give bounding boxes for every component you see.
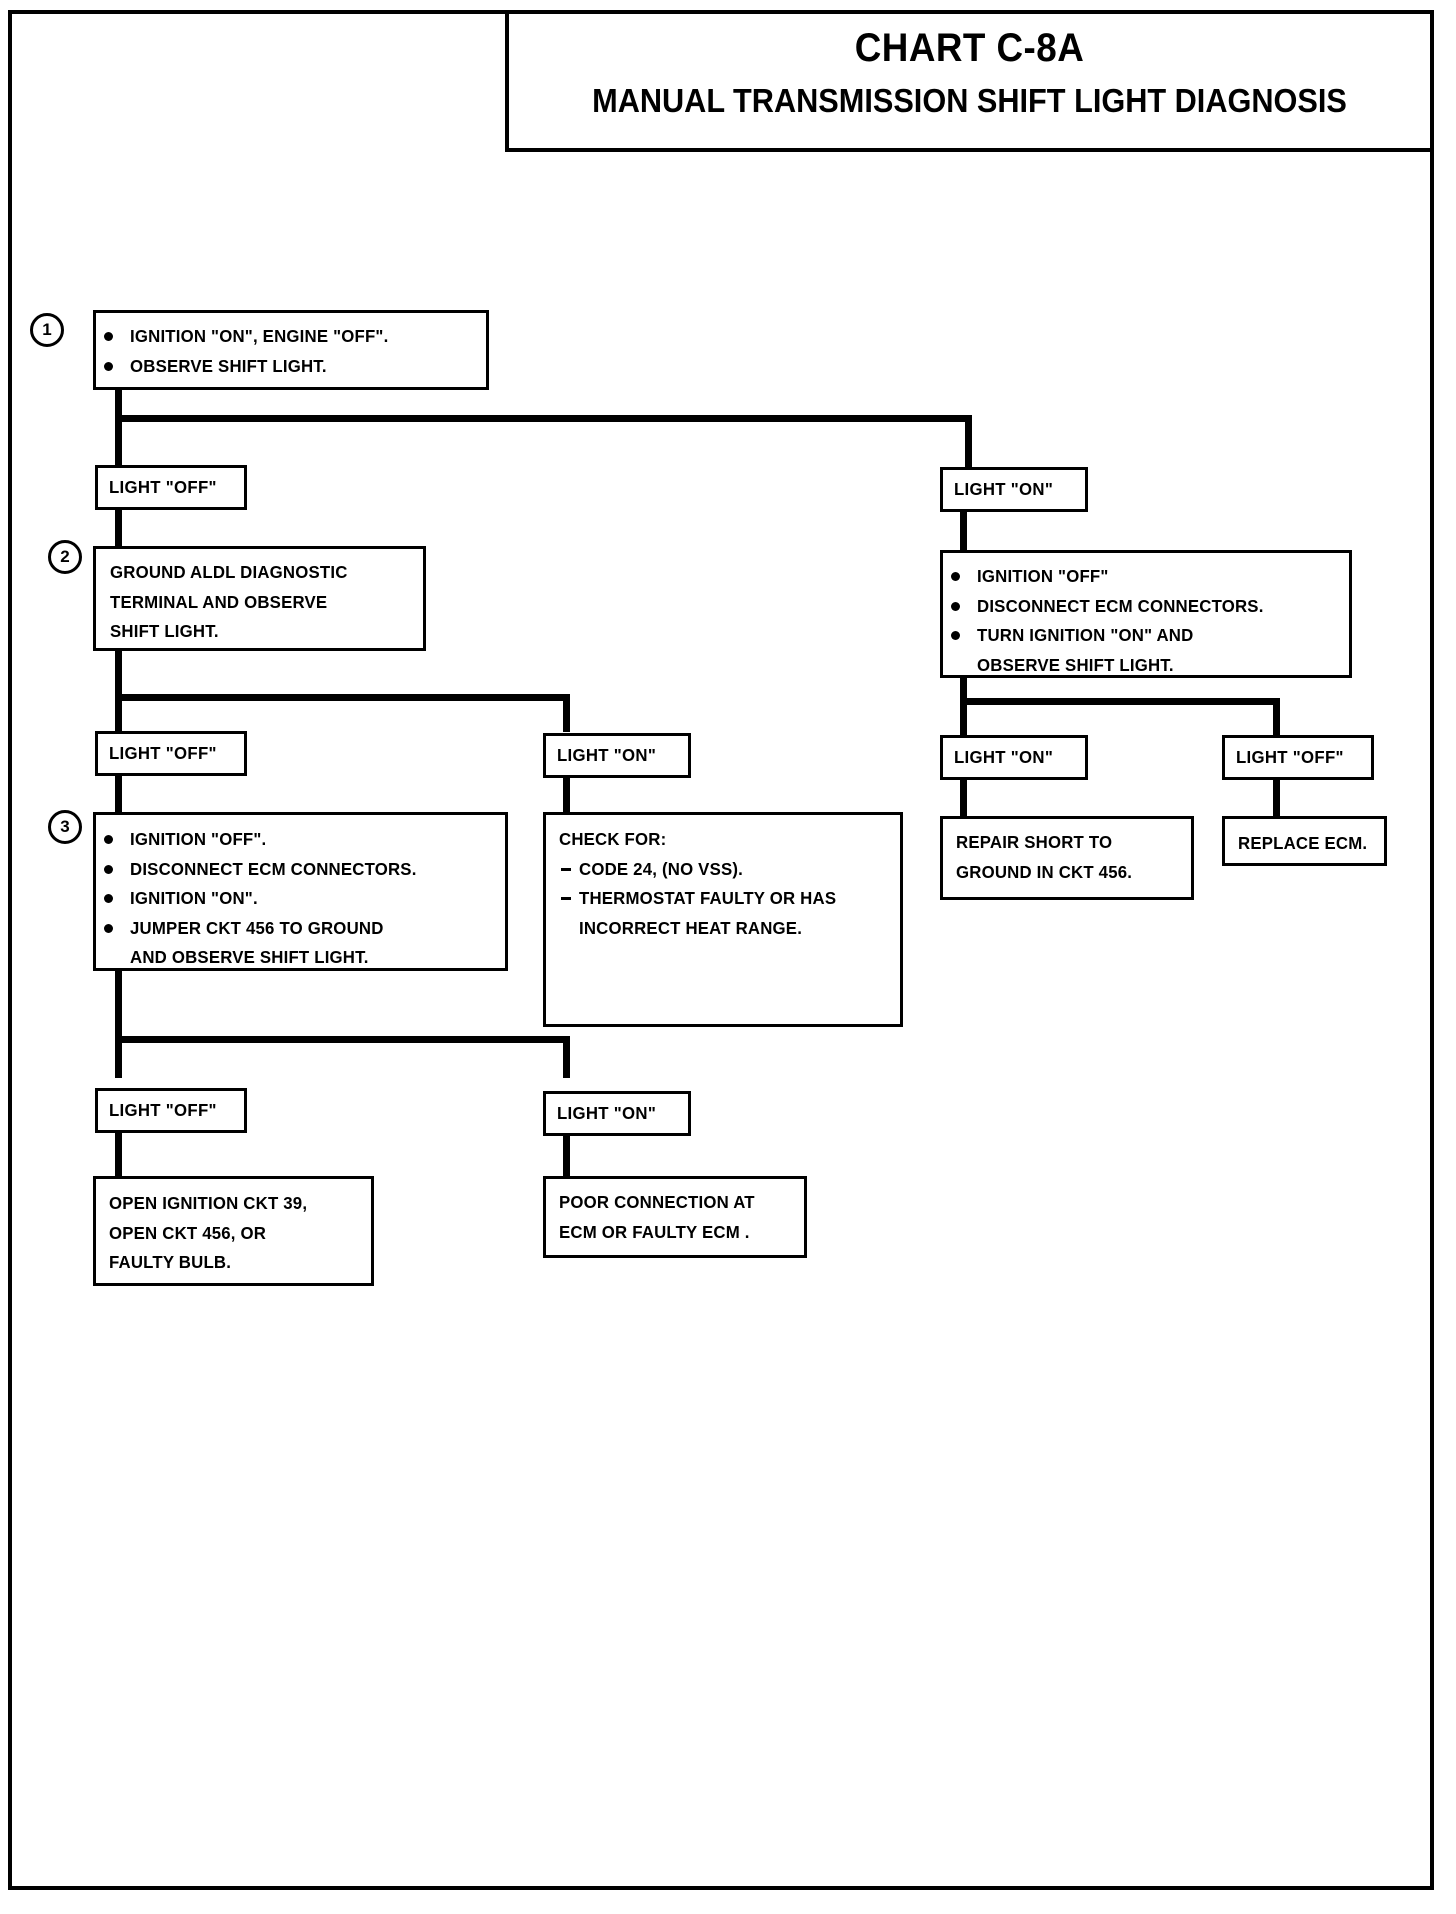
- branch-label-light-on-4: LIGHT "ON": [543, 1091, 691, 1136]
- list-item: CODE 24, (NO VSS).: [559, 855, 900, 885]
- node-open-line: FAULTY BULB.: [109, 1252, 232, 1272]
- connector-light-off2-to-step3: [115, 776, 122, 812]
- list-item-continuation: OBSERVE SHIFT LIGHT.: [977, 654, 1174, 675]
- branch-label-light-off-4: LIGHT "OFF": [95, 1088, 247, 1133]
- list-item: OBSERVE SHIFT LIGHT.: [96, 352, 486, 382]
- connector-step1-horizontal: [115, 415, 972, 422]
- connector-light-on4-to-poor: [563, 1136, 570, 1176]
- check-for-heading: CHECK FOR:: [559, 829, 667, 849]
- node-step3: IGNITION "OFF". DISCONNECT ECM CONNECTOR…: [93, 812, 508, 971]
- branch-label-light-on-2: LIGHT "ON": [543, 733, 691, 778]
- step-number-3: 3: [48, 810, 82, 844]
- node-poor-line: ECM OR FAULTY ECM .: [559, 1221, 750, 1242]
- connector-branch1-on-down: [965, 415, 972, 467]
- bullet-icon: [104, 864, 113, 874]
- bullet-icon: [104, 361, 113, 371]
- node-repair-short: REPAIR SHORT TO GROUND IN CKT 456.: [940, 816, 1194, 900]
- branch-label-light-off-1: LIGHT "OFF": [95, 465, 247, 510]
- connector-step3-horizontal: [115, 1036, 570, 1043]
- chart-title-block: CHART C-8A MANUAL TRANSMISSION SHIFT LIG…: [505, 10, 1434, 152]
- node-replace-ecm: REPLACE ECM.: [1222, 816, 1387, 866]
- node-step2-line: TERMINAL AND OBSERVE: [110, 591, 328, 612]
- node-poor-line: POOR CONNECTION AT: [559, 1192, 755, 1212]
- node-ecm-disconnect: IGNITION "OFF" DISCONNECT ECM CONNECTORS…: [940, 550, 1352, 678]
- page-border-right: [1430, 10, 1434, 1890]
- branch-label-light-off-2: LIGHT "OFF": [95, 731, 247, 776]
- list-item: IGNITION "ON".: [96, 884, 505, 914]
- connector-ecm-horizontal: [960, 698, 1280, 705]
- chart-id: CHART C-8A: [854, 26, 1085, 70]
- connector-branch2-off-down: [115, 694, 122, 732]
- bullet-icon: [104, 332, 113, 341]
- branch-label-light-off-3: LIGHT "OFF": [1222, 735, 1374, 780]
- chart-title: MANUAL TRANSMISSION SHIFT LIGHT DIAGNOSI…: [592, 82, 1347, 119]
- dash-icon: [561, 867, 571, 871]
- page-border-bottom: [8, 1886, 1434, 1890]
- node-replace-line: REPLACE ECM.: [1238, 833, 1368, 853]
- branch-label-light-on-3: LIGHT "ON": [940, 735, 1088, 780]
- bullet-icon: [104, 923, 113, 933]
- connector-branch4-on-down: [563, 1036, 570, 1078]
- connector-step2-down: [115, 651, 122, 699]
- node-open-line: OPEN CKT 456, OR: [109, 1222, 267, 1243]
- list-item: IGNITION "OFF": [943, 562, 1349, 592]
- node-open-ignition: OPEN IGNITION CKT 39, OPEN CKT 456, OR F…: [93, 1176, 374, 1286]
- check-for-continuation: INCORRECT HEAT RANGE.: [579, 917, 803, 938]
- step-number-1: 1: [30, 313, 64, 347]
- connector-branch3-on-down: [960, 698, 967, 736]
- node-poor-connection: POOR CONNECTION AT ECM OR FAULTY ECM .: [543, 1176, 807, 1258]
- step-number-2: 2: [48, 540, 82, 574]
- page-border-left: [8, 10, 12, 1890]
- bullet-icon: [104, 835, 113, 844]
- connector-step1-down: [115, 390, 122, 419]
- node-step2: GROUND ALDL DIAGNOSTIC TERMINAL AND OBSE…: [93, 546, 426, 651]
- node-open-line: OPEN IGNITION CKT 39,: [109, 1193, 308, 1213]
- connector-light-off4-to-open: [115, 1133, 122, 1176]
- dash-icon: [561, 897, 571, 900]
- bullet-icon: [951, 631, 960, 640]
- page-border-top: [8, 10, 508, 14]
- node-step1: IGNITION "ON", ENGINE "OFF". OBSERVE SHI…: [93, 310, 489, 390]
- node-repair-line: GROUND IN CKT 456.: [956, 861, 1133, 882]
- connector-branch2-on-down: [563, 694, 570, 732]
- connector-light-on2-to-checkfor: [563, 778, 570, 812]
- node-check-for: CHECK FOR: CODE 24, (NO VSS). THERMOSTAT…: [543, 812, 903, 1027]
- branch-label-light-on-1: LIGHT "ON": [940, 467, 1088, 512]
- list-item-continuation: AND OBSERVE SHIFT LIGHT.: [130, 947, 369, 967]
- bullet-icon: [951, 572, 960, 581]
- connector-branch4-off-down: [115, 1036, 122, 1078]
- list-item: TURN IGNITION "ON" AND: [943, 621, 1349, 651]
- connector-branch3-off-down: [1273, 698, 1280, 736]
- node-step2-line: SHIFT LIGHT.: [110, 621, 219, 641]
- connector-ecm-down: [960, 678, 967, 704]
- list-item: JUMPER CKT 456 TO GROUND: [96, 914, 505, 944]
- connector-light-off3-to-replace: [1273, 780, 1280, 816]
- connector-step3-down: [115, 971, 122, 1041]
- list-item: THERMOSTAT FAULTY OR HAS: [559, 884, 900, 914]
- list-item: DISCONNECT ECM CONNECTORS.: [96, 855, 505, 885]
- connector-branch1-off-down: [115, 415, 122, 465]
- bullet-icon: [104, 894, 113, 903]
- list-item: IGNITION "ON", ENGINE "OFF".: [96, 322, 486, 352]
- list-item: DISCONNECT ECM CONNECTORS.: [943, 592, 1349, 622]
- node-repair-line: REPAIR SHORT TO: [956, 832, 1113, 852]
- connector-light-on1-to-ecm: [960, 512, 967, 550]
- node-step2-line: GROUND ALDL DIAGNOSTIC: [110, 562, 348, 582]
- connector-light-on3-to-repair: [960, 780, 967, 816]
- list-item: IGNITION "OFF".: [96, 825, 505, 855]
- connector-step2-horizontal: [115, 694, 570, 701]
- bullet-icon: [951, 601, 960, 611]
- connector-light-off1-to-step2: [115, 510, 122, 550]
